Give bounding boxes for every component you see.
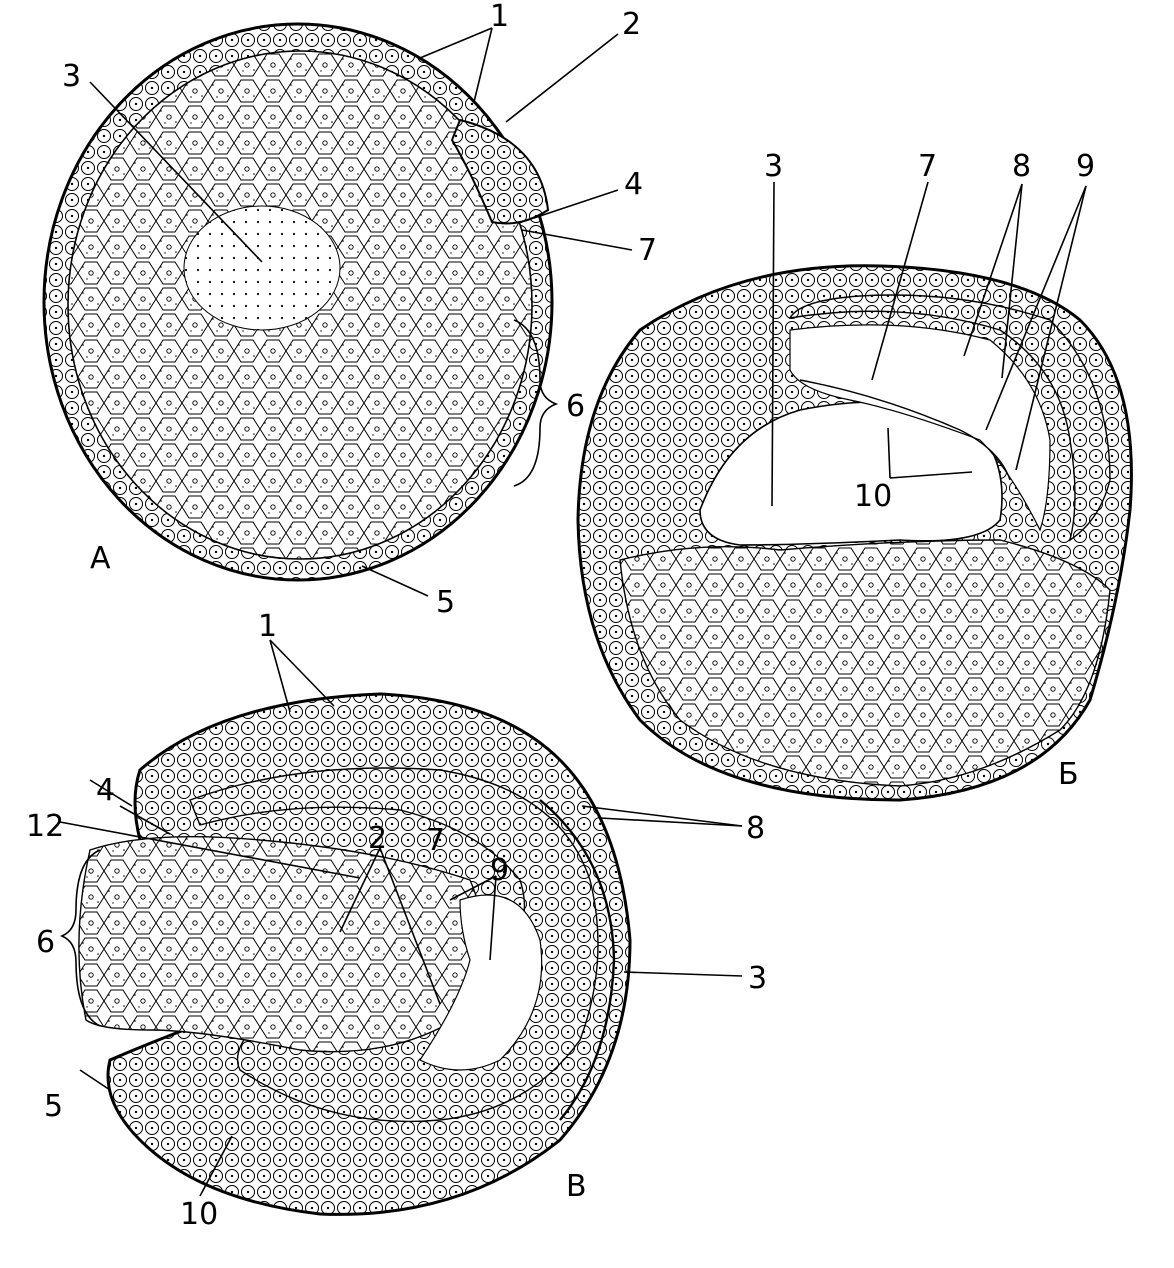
panel-a-dorsal-lip (450, 118, 550, 225)
panel-b-label-3: 3 (764, 149, 783, 184)
panel-b-mesoderm-edge (799, 379, 1011, 481)
panel-v-label-12: 12 (26, 809, 64, 844)
panel-a-label-1: 1 (490, 0, 509, 34)
panel-b-archenteron (699, 401, 1003, 546)
panel-b-label-7: 7 (918, 149, 937, 184)
panel-v-label-5: 5 (44, 1089, 63, 1124)
panel-a-label-3: 3 (62, 59, 81, 94)
panel-v-label-1: 1 (258, 609, 277, 644)
panel-b-label-9: 9 (1076, 149, 1095, 184)
panel-b-label-10: 10 (854, 479, 892, 514)
panel-v-leaders (59, 639, 743, 1197)
panel-v-outer-membrane (539, 799, 616, 1121)
panel-a-label-5: 5 (436, 585, 455, 620)
panel-v-cavity (419, 894, 543, 1071)
panel-v-label-2: 2 (368, 821, 387, 856)
panel-a-label-4: 4 (624, 167, 643, 202)
panel-b-blastocoel (789, 324, 1051, 532)
panel-v-label-6: 6 (36, 925, 55, 960)
panel-v-label-7: 7 (426, 823, 445, 858)
panel-a-label-6: 6 (566, 389, 585, 424)
panel-b-mesoderm-sheet (788, 294, 1111, 542)
panel-v-label-9: 9 (490, 853, 509, 888)
panel-v: 1 4 12 2 7 8 9 6 3 5 10 В (26, 609, 767, 1232)
panel-a-label-7: 7 (638, 233, 657, 268)
panel-a: 1 2 3 4 7 6 5 А (42, 0, 657, 620)
panel-b-endoderm-mass (619, 539, 1111, 787)
panel-b-letter: Б (1058, 757, 1079, 792)
panel-v-yolk-plug (78, 835, 486, 1053)
panel-a-letter: А (90, 541, 111, 576)
panel-b: 3 7 8 9 10 Б (576, 149, 1133, 802)
panel-v-label-3: 3 (748, 961, 767, 996)
panel-b-label-8: 8 (1012, 149, 1031, 184)
panel-b-leaders (771, 181, 1087, 507)
panel-v-label-10: 10 (180, 1197, 218, 1232)
panel-a-blastocoel (183, 205, 341, 331)
panel-a-leaders (89, 27, 633, 597)
panel-v-letter: В (566, 1169, 587, 1204)
panel-v-label-4: 4 (96, 773, 115, 808)
panel-a-label-2: 2 (622, 7, 641, 42)
panel-v-label-8: 8 (746, 811, 765, 846)
